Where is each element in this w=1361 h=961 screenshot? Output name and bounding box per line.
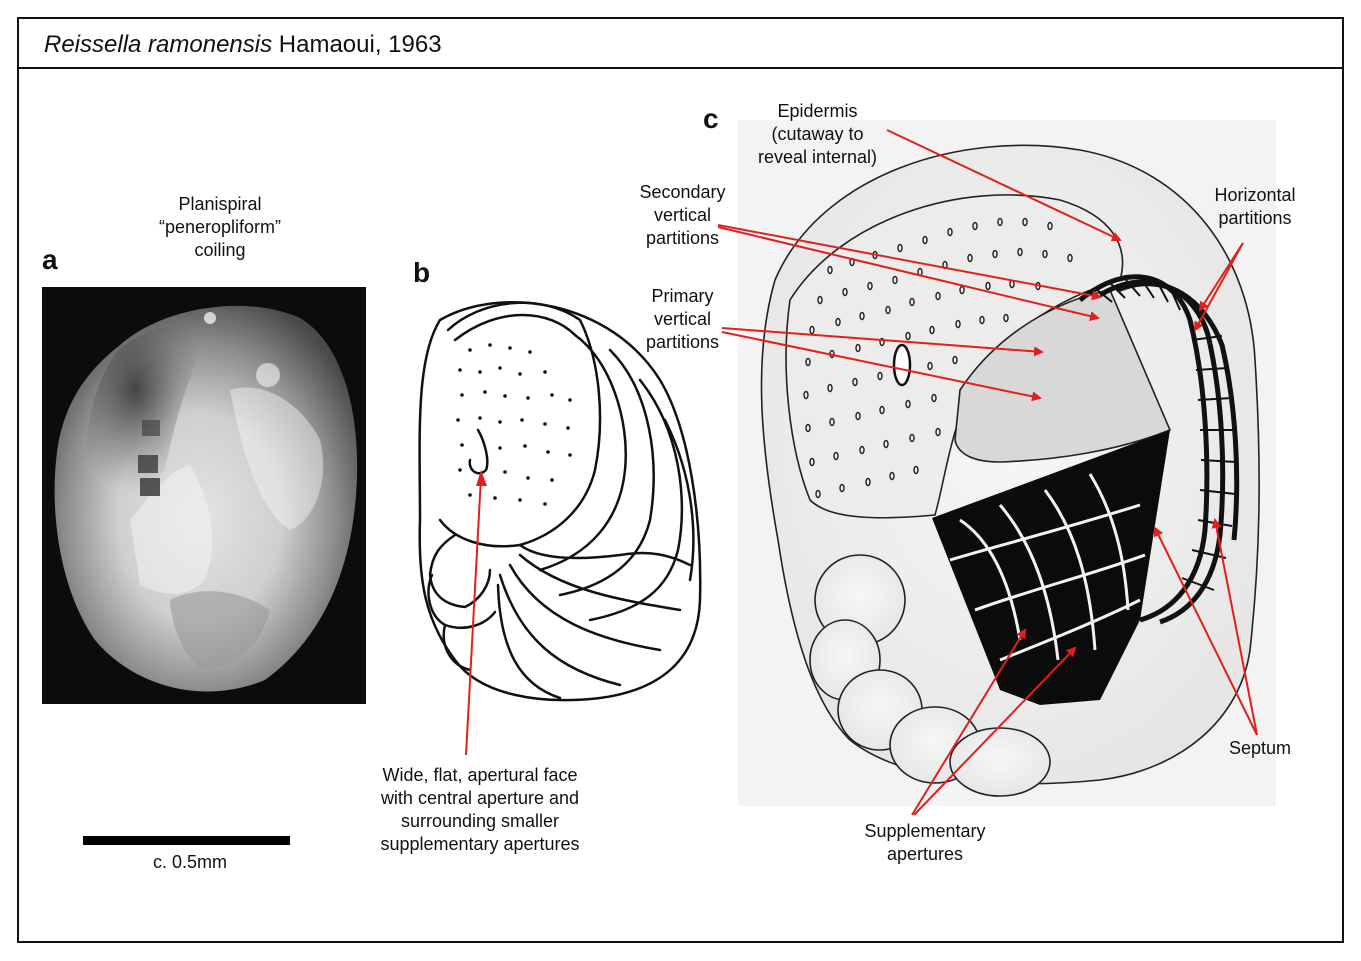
- label-horizontal-partitions: Horizontal partitions: [1214, 185, 1296, 228]
- label-epidermis: Epidermis (cutaway to reveal internal): [757, 101, 878, 167]
- arrow-primary-2: [721, 331, 1042, 402]
- arrow-horizontal-2: [1194, 242, 1244, 332]
- panel-c-pores: [803, 217, 1073, 499]
- shell-photo: [54, 305, 358, 692]
- arrow-secondary-1: [717, 224, 1102, 301]
- panel-b-pores: [456, 343, 572, 506]
- arrow-septum-2: [1211, 518, 1258, 736]
- panel-a-letter: a: [42, 244, 58, 275]
- arrow-supplementary-2: [913, 646, 1077, 816]
- arrow-septum-1: [1154, 526, 1258, 736]
- author-year: Hamaoui, 1963: [278, 31, 442, 58]
- arrow-secondary-2: [717, 226, 1100, 321]
- scale-label: c. 0.5mm: [152, 852, 227, 872]
- label-septum: Septum: [1228, 738, 1292, 758]
- label-primary-vertical-partitions: Primary vertical partitions: [645, 286, 720, 352]
- figure-title: Reissella ramonensis Hamaoui, 1963: [44, 31, 442, 59]
- arrow-primary-1: [721, 327, 1044, 357]
- panel-b-letter: b: [413, 257, 431, 288]
- panel-c-letter: c: [703, 103, 719, 134]
- species-name: Reissella ramonensis: [44, 31, 273, 58]
- label-supplementary-apertures: Supplementary apertures: [864, 821, 986, 864]
- panel-b-test-drawing: [418, 301, 702, 702]
- panel-b-arrowhead: [476, 470, 487, 486]
- label-secondary-vertical-partitions: Secondary vertical partitions: [639, 182, 726, 248]
- panel-b-arrow: [465, 476, 482, 756]
- arrow-epidermis: [886, 129, 1122, 242]
- panel-a-caption: Planispiral “peneropliform” coiling: [158, 194, 282, 260]
- horizontal-partition-bands: [1078, 274, 1240, 625]
- arrow-supplementary-1: [911, 628, 1027, 816]
- central-aperture: [892, 343, 912, 387]
- panel-b-caption: Wide, flat, apertural face with central …: [380, 765, 580, 854]
- title-bar: Reissella ramonensis Hamaoui, 1963: [19, 19, 1342, 69]
- cutaway-wedge: [932, 430, 1170, 705]
- figure-frame: Reissella ramonensis Hamaoui, 1963: [17, 17, 1344, 943]
- scale-bar: [83, 836, 290, 845]
- partition-cross-hatching: [1094, 279, 1237, 591]
